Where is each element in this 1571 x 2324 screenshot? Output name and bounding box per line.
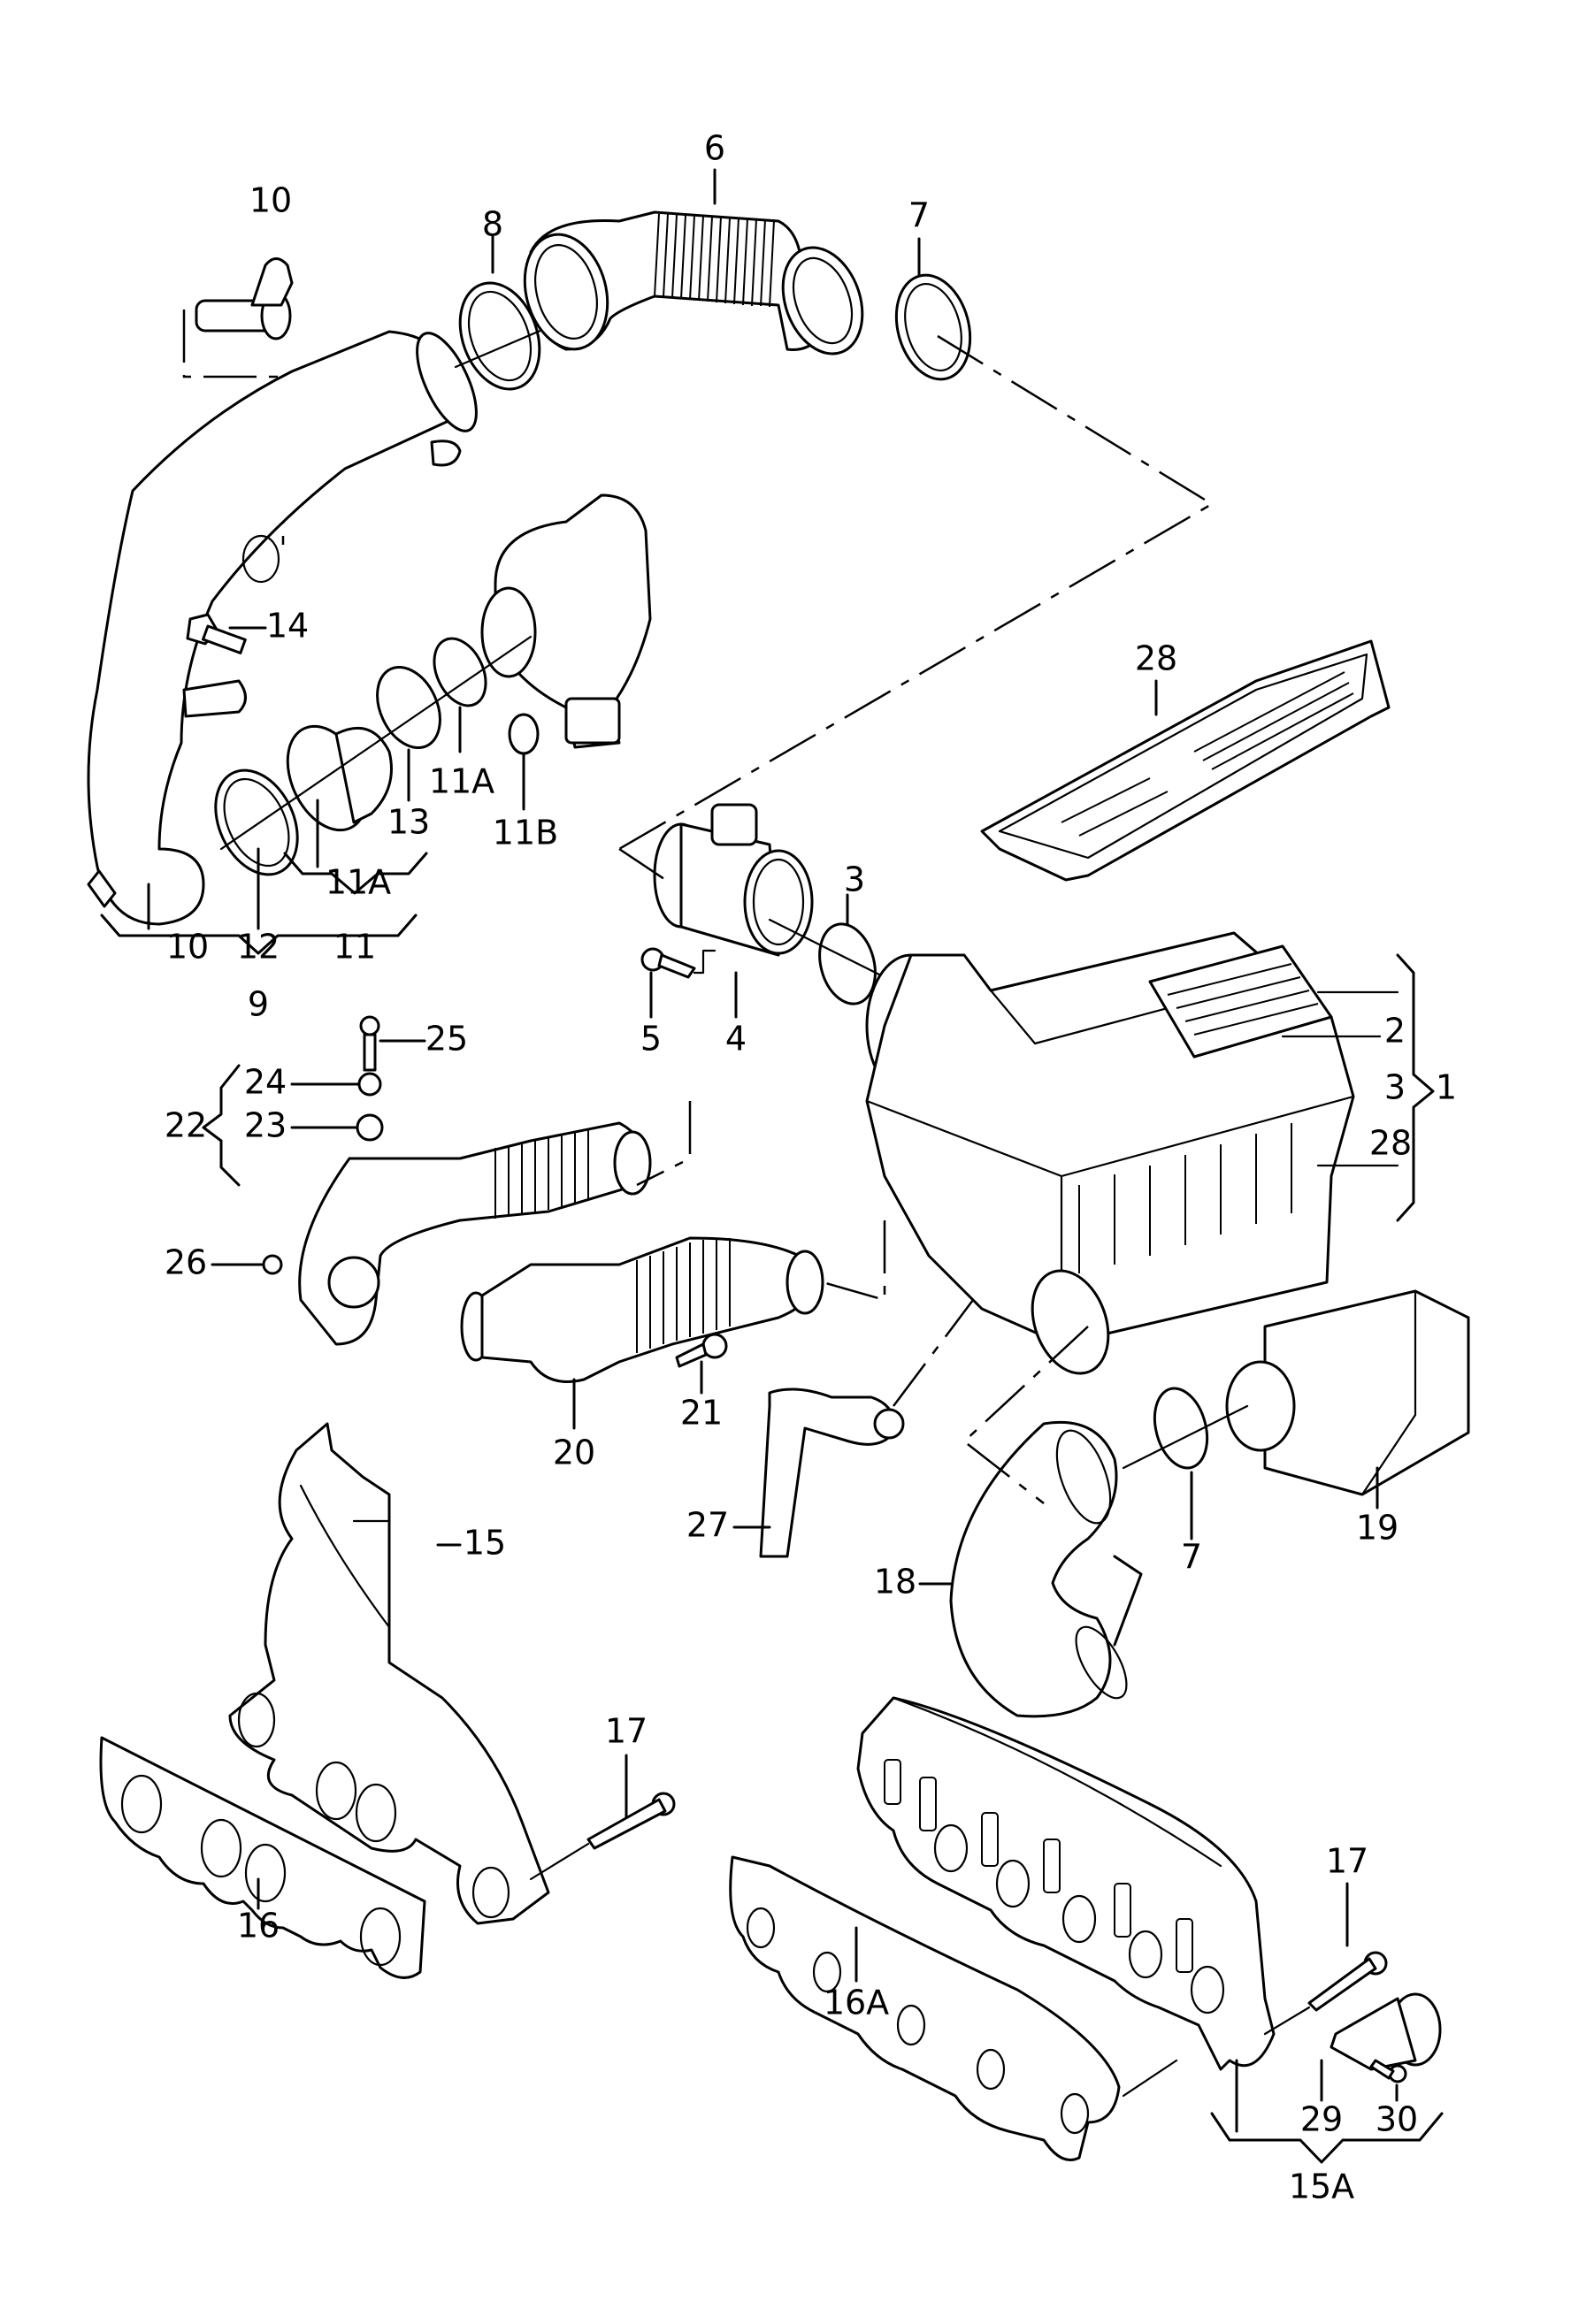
part-17-stud — [529, 1754, 676, 1881]
dashed-breather — [893, 1299, 974, 1407]
callout-28-housing: 28 — [1369, 1124, 1412, 1163]
callout-26: 26 — [165, 1243, 207, 1282]
dashed-to-maf — [618, 847, 673, 886]
part-15A-intake-manifold — [856, 1696, 1276, 2071]
part-7-clamp-top — [894, 237, 972, 381]
callout-18: 18 — [874, 1563, 916, 1602]
callout-16: 16 — [237, 1907, 280, 1946]
part-11A-oring — [433, 637, 487, 753]
callout-11: 11 — [333, 928, 376, 967]
callout-11A-upper: 11A — [429, 762, 494, 801]
callout-7-lower: 7 — [1181, 1538, 1202, 1577]
callout-11B: 11B — [493, 814, 558, 852]
part-4-air-mass-meter — [653, 803, 814, 1019]
callout-6: 6 — [704, 129, 725, 168]
part-12-clamp — [214, 768, 299, 930]
part-29-actuator — [1320, 1992, 1442, 2102]
part-3-oring — [818, 893, 877, 1005]
callout-8: 8 — [482, 205, 503, 244]
bracket-11 — [283, 852, 428, 895]
callout-3-housing: 3 — [1384, 1068, 1406, 1107]
part-10-charge-pipe — [87, 330, 478, 926]
part-8-clamp — [458, 235, 541, 391]
part-24-washer — [290, 1072, 382, 1097]
callout-15A: 15A — [1289, 2167, 1354, 2206]
part-1-air-filter-housing — [865, 931, 1355, 1375]
callout-21: 21 — [680, 1394, 723, 1433]
callout-5: 5 — [640, 1020, 662, 1059]
part-10-connector — [195, 257, 294, 340]
bracket-9 — [100, 914, 418, 955]
part-14-bolt — [186, 613, 267, 654]
callout-9: 9 — [248, 985, 269, 1024]
part-28-filter-element-tray — [980, 639, 1391, 882]
part-16-gasket — [99, 1736, 426, 1979]
callout-16A: 16A — [824, 1984, 889, 2022]
callout-20: 20 — [553, 1433, 595, 1472]
leader-10-dashed — [182, 310, 285, 557]
part-16A-gasket — [729, 1855, 1121, 2161]
dashed-egr-upper — [636, 1101, 692, 1187]
callout-4: 4 — [725, 1020, 747, 1059]
part-6-corrugated-hose — [523, 168, 864, 355]
bracket-1 — [1396, 953, 1435, 1222]
part-11-sleeve — [286, 724, 393, 868]
callout-10-bottom: 10 — [166, 928, 209, 967]
callout-23: 23 — [244, 1106, 287, 1145]
callout-19: 19 — [1356, 1509, 1399, 1548]
callout-13: 13 — [387, 803, 430, 842]
dashed-assembly-line-top — [618, 334, 1215, 851]
callout-12: 12 — [237, 928, 280, 967]
callout-10-top: 10 — [249, 181, 292, 220]
part-21-bolt — [675, 1333, 728, 1395]
callout-11A-lower: 11A — [326, 863, 391, 902]
axis-line-16A — [1122, 2059, 1178, 2098]
callout-17-upper: 17 — [605, 1712, 648, 1751]
part-18-elbow-hose — [918, 1420, 1128, 1718]
part-5-screw — [640, 947, 717, 1019]
part-20-pipe — [460, 1236, 824, 1430]
callout-1: 1 — [1436, 1068, 1457, 1107]
callout-28-top: 28 — [1135, 639, 1177, 678]
part-11B-plug — [508, 713, 540, 811]
callout-29: 29 — [1300, 2100, 1343, 2139]
part-25-bolt — [359, 1015, 426, 1072]
callout-27: 27 — [686, 1506, 729, 1545]
part-30-screw — [1369, 2059, 1407, 2102]
part-19-intake-duct — [1225, 1289, 1470, 1510]
part-22-pipe — [211, 1121, 652, 1346]
callout-17-lower: 17 — [1326, 1842, 1368, 1881]
part-15-exhaust-manifold — [228, 1422, 550, 1925]
bracket-22 — [202, 1064, 241, 1187]
axis-line-intake — [1122, 1404, 1249, 1470]
callout-22: 22 — [165, 1106, 207, 1145]
bracket-15A — [1210, 2112, 1444, 2164]
callout-25: 25 — [425, 1020, 468, 1059]
axis-line-turbo — [219, 635, 533, 851]
callout-2: 2 — [1384, 1012, 1406, 1051]
callout-3-oring: 3 — [844, 860, 865, 899]
part-turbocharger-outlet — [480, 493, 652, 749]
axis-line-8 — [454, 325, 550, 369]
part-7-clamp-lower — [1153, 1387, 1209, 1540]
axis-line-maf — [768, 918, 895, 983]
callout-15: 15 — [464, 1524, 506, 1563]
callout-30: 30 — [1376, 2100, 1418, 2139]
part-27-breather-hose — [732, 1388, 905, 1558]
part-13-clamp — [376, 665, 441, 802]
callout-24: 24 — [244, 1063, 287, 1102]
callout-14: 14 — [266, 607, 309, 646]
callout-7-top: 7 — [908, 196, 930, 235]
part-17-bolt-lower — [1263, 1882, 1388, 2036]
bracket-18 — [1113, 1555, 1143, 1647]
part-23-grommet — [290, 1113, 384, 1142]
dashed-egr-lower — [822, 1220, 886, 1302]
